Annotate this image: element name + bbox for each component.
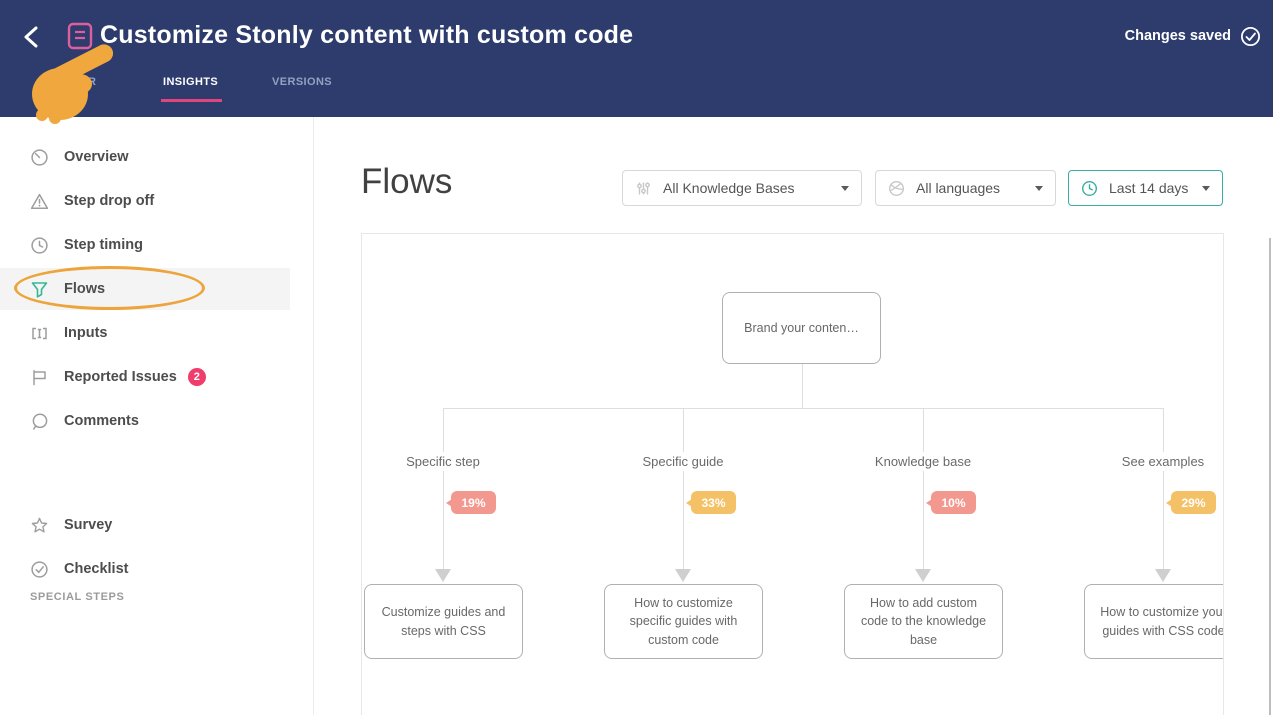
section-label-special-steps: SPECIAL STEPS xyxy=(30,591,125,603)
input-cursor-icon xyxy=(32,327,47,339)
globe-icon xyxy=(888,180,905,196)
sliders-icon xyxy=(637,182,650,194)
flow-target-node[interactable]: How to add custom code to the knowledge … xyxy=(844,584,1003,659)
warning-triangle-icon xyxy=(30,193,49,209)
flow-branch-label: Knowledge base xyxy=(874,454,972,469)
scrollbar[interactable] xyxy=(1269,238,1271,715)
sidebar-item-reported-issues[interactable]: Reported Issues 2 xyxy=(0,355,314,399)
connector-line xyxy=(683,408,684,452)
arrow-down-icon xyxy=(675,569,691,582)
flow-branch-label: Specific step xyxy=(406,454,480,469)
guide-doc-icon xyxy=(67,22,93,50)
flow-target-node[interactable]: How to customize your guides with CSS co… xyxy=(1084,584,1223,659)
flow-percent-badge: 33% xyxy=(691,491,736,514)
flow-branch-label: See examples xyxy=(1121,454,1205,469)
sidebar-item-comments[interactable]: Comments xyxy=(0,399,314,443)
filter-value: All languages xyxy=(916,180,1001,196)
sidebar-item-label: Reported Issues xyxy=(64,369,177,385)
sidebar-item-overview[interactable]: Overview xyxy=(0,135,314,179)
connector-line xyxy=(1163,408,1164,452)
tab-hidden-partial[interactable]: R xyxy=(88,76,97,88)
page-section-heading: Flows xyxy=(361,162,453,201)
gauge-icon xyxy=(31,148,48,166)
flow-percent-badge: 10% xyxy=(931,491,976,514)
tab-versions[interactable]: VERSIONS xyxy=(272,76,333,88)
arrow-down-icon xyxy=(1155,569,1171,582)
sidebar-item-label: Survey xyxy=(64,517,113,533)
sidebar-item-label: Step timing xyxy=(64,237,143,253)
tab-insights[interactable]: INSIGHTS xyxy=(163,76,219,88)
chevron-down-icon xyxy=(841,185,849,191)
check-circle-icon xyxy=(1240,26,1261,47)
flow-percent-badge: 29% xyxy=(1171,491,1216,514)
insights-sidebar: Overview Step drop off Step timing Flows xyxy=(0,117,314,715)
connector-line xyxy=(923,471,924,569)
sidebar-item-flows[interactable]: Flows xyxy=(0,267,314,311)
pointing-hand-cursor xyxy=(32,44,114,124)
sidebar-item-survey[interactable]: Survey xyxy=(0,503,314,547)
active-tab-underline xyxy=(161,99,222,102)
page-title: Customize Stonly content with custom cod… xyxy=(100,21,634,49)
chevron-down-icon xyxy=(1035,185,1043,191)
connector-line xyxy=(923,408,924,452)
sidebar-item-inputs[interactable]: Inputs xyxy=(0,311,314,355)
sidebar-item-label: Overview xyxy=(64,149,129,165)
sidebar-item-label: Checklist xyxy=(64,561,129,577)
main-panel: Flows All Knowledge Bases All languages … xyxy=(314,117,1273,715)
flow-branch-label: Specific guide xyxy=(642,454,724,469)
clock-icon xyxy=(1081,180,1098,196)
flow-target-node[interactable]: Customize guides and steps with CSS xyxy=(364,584,523,659)
funnel-icon xyxy=(31,281,48,298)
changes-saved-status: Changes saved xyxy=(1124,28,1231,44)
knowledge-bases-filter[interactable]: All Knowledge Bases xyxy=(622,170,862,206)
connector-line xyxy=(443,471,444,569)
back-button[interactable] xyxy=(20,24,44,50)
filter-value: Last 14 days xyxy=(1109,180,1189,196)
flows-diagram-card: Brand your conten… Specific step 19% Cus… xyxy=(361,233,1224,715)
sidebar-item-checklist[interactable]: Checklist xyxy=(0,547,314,591)
date-range-filter[interactable]: Last 14 days xyxy=(1068,170,1223,206)
speech-bubble-icon xyxy=(32,412,48,430)
flow-root-node[interactable]: Brand your conten… xyxy=(722,292,881,364)
filter-value: All Knowledge Bases xyxy=(663,180,795,196)
clock-icon xyxy=(31,236,48,254)
connector-line xyxy=(1163,471,1164,569)
issues-count-badge: 2 xyxy=(187,368,206,386)
sidebar-item-label: Inputs xyxy=(64,325,108,341)
languages-filter[interactable]: All languages xyxy=(875,170,1056,206)
connector-line xyxy=(443,408,444,452)
sidebar-item-label: Step drop off xyxy=(64,193,155,209)
flow-percent-badge: 19% xyxy=(451,491,496,514)
connector-line xyxy=(802,364,803,408)
sidebar-item-label: Comments xyxy=(64,413,139,429)
sidebar-item-step-timing[interactable]: Step timing xyxy=(0,223,314,267)
sidebar-item-label: Flows xyxy=(64,281,106,297)
header-bar: Customize Stonly content with custom cod… xyxy=(0,0,1273,117)
check-circle-icon xyxy=(31,560,48,578)
flag-icon xyxy=(33,369,46,385)
arrow-down-icon xyxy=(435,569,451,582)
arrow-down-icon xyxy=(915,569,931,582)
flow-target-node[interactable]: How to customize specific guides with cu… xyxy=(604,584,763,659)
star-icon xyxy=(31,517,48,532)
connector-line xyxy=(443,408,1163,409)
sidebar-item-step-drop-off[interactable]: Step drop off xyxy=(0,179,314,223)
active-item-background xyxy=(0,268,290,310)
connector-line xyxy=(683,471,684,569)
chevron-down-icon xyxy=(1202,185,1210,191)
